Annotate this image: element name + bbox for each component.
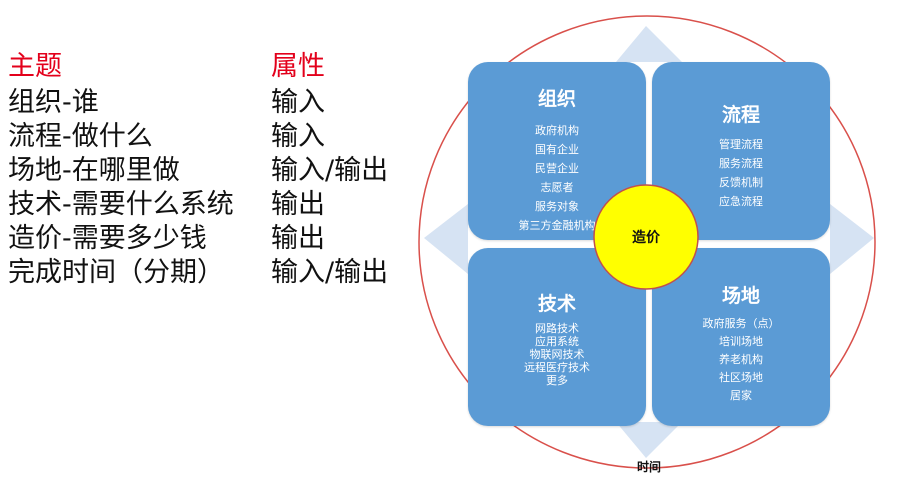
- row-attribute: 输入/输出: [271, 257, 389, 288]
- list-item: 远程医疗技术: [524, 361, 590, 374]
- list-item: 应急流程: [719, 195, 763, 208]
- list-item: 培训场地: [719, 335, 763, 348]
- quadrant-title: 技术: [537, 293, 576, 315]
- quadrant-item-list: 管理流程 服务流程 反馈机制 应急流程: [652, 135, 830, 211]
- row-attribute: 输入: [271, 121, 325, 152]
- list-item: 管理流程: [719, 138, 763, 151]
- list-item: 志愿者: [540, 181, 574, 194]
- list-item: 更多: [546, 374, 568, 387]
- diagram-background: [418, 15, 876, 469]
- row-attribute: 输入/输出: [271, 155, 389, 186]
- list-item: 应用系统: [535, 335, 579, 348]
- list-item: 第三方金融机构: [518, 219, 596, 232]
- list-item: 政府服务（点）: [702, 317, 780, 330]
- diamond-bottom: [616, 422, 682, 458]
- row-attribute: 输入: [271, 87, 325, 118]
- quadrant-title: 流程: [721, 104, 760, 126]
- row-topic: 造价-需要多少钱: [8, 223, 207, 254]
- diamond-left: [424, 204, 468, 274]
- cost-quadrant-diagram: 组织 政府机构 国有企业 民营企业 志愿者 服务对象 第三方金融机构 流程 管理…: [418, 12, 900, 483]
- quadrant-title: 场地: [721, 285, 760, 307]
- row-topic: 流程-做什么: [8, 121, 153, 152]
- center-label: 造价: [632, 230, 660, 246]
- diamond-top: [616, 26, 682, 62]
- quadrant-item-list: 网路技术 应用系统 物联网技术 远程医疗技术 更多: [468, 322, 646, 387]
- list-item: 养老机构: [719, 353, 763, 366]
- list-item: 物联网技术: [529, 348, 585, 361]
- header-topic: 主题: [8, 51, 62, 82]
- list-item: 服务流程: [719, 157, 763, 170]
- row-topic: 技术-需要什么系统: [8, 189, 234, 220]
- list-item: 社区场地: [719, 371, 763, 384]
- header-attribute: 属性: [271, 51, 325, 82]
- list-item: 服务对象: [535, 200, 579, 213]
- list-item: 网路技术: [535, 322, 579, 335]
- quadrant-organization: 组织 政府机构 国有企业 民营企业 志愿者 服务对象 第三方金融机构: [468, 62, 646, 240]
- diamond-right: [830, 204, 874, 274]
- quadrant-title: 组织: [537, 88, 576, 110]
- list-item: 居家: [730, 389, 752, 402]
- list-item: 国有企业: [535, 143, 579, 156]
- row-attribute: 输出: [271, 223, 325, 254]
- row-attribute: 输出: [271, 189, 325, 220]
- time-label: 时间: [636, 460, 661, 474]
- quadrant-item-list: 政府机构 国有企业 民营企业 志愿者 服务对象 第三方金融机构: [468, 121, 646, 235]
- row-topic: 场地-在哪里做: [8, 155, 180, 186]
- list-item: 政府机构: [535, 124, 579, 137]
- quadrant-item-list: 政府服务（点） 培训场地 养老机构 社区场地 居家: [652, 315, 830, 405]
- row-topic: 完成时间（分期）: [8, 257, 224, 288]
- row-topic: 组织-谁: [8, 87, 99, 118]
- list-item: 反馈机制: [719, 176, 763, 189]
- list-item: 民营企业: [535, 162, 579, 175]
- outer-ring: [418, 15, 876, 469]
